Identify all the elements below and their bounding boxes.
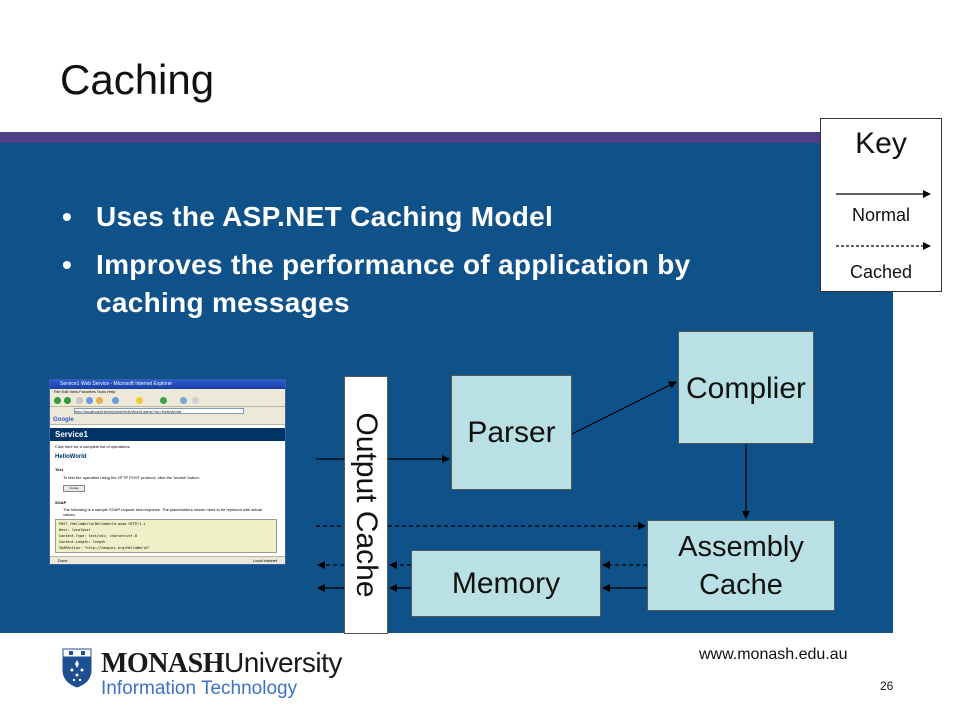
- legend-key: Key Normal Cached: [820, 118, 942, 292]
- status-right: Local intranet: [252, 558, 277, 563]
- browser-status-bar: Done Local intranet: [50, 556, 285, 564]
- code-line: Host: localhost: [59, 528, 91, 532]
- university-logo-text: MONASHUniversity: [101, 647, 342, 680]
- header-divider-bar: [0, 132, 893, 143]
- history-icon: [180, 397, 187, 404]
- logo-monash-word: MONASH: [101, 648, 225, 679]
- bullet-text: Uses the ASP.NET Caching Model: [96, 201, 554, 232]
- footer-url: www.monash.edu.au: [699, 646, 848, 663]
- service-banner: Service1: [50, 428, 285, 441]
- code-line: POST /HelloWorld/HelloWorld.asmx HTTP/1.…: [59, 522, 146, 526]
- forward-icon: [64, 397, 71, 404]
- slide-title: Caching: [60, 56, 215, 103]
- output-cache-label: Output Cache: [350, 412, 383, 598]
- legend-normal-label: Normal: [851, 205, 910, 225]
- browser-address-bar: http://localhost/HelloWorld/HelloWorld.a…: [50, 407, 285, 416]
- test-heading: Test: [55, 467, 63, 472]
- logo-university-word: University: [224, 647, 342, 678]
- legend-title: Key: [855, 127, 907, 160]
- method-name: HelloWorld: [55, 454, 87, 460]
- parser-label: Parser: [467, 415, 556, 449]
- legend-cached-label: Cached: [849, 262, 913, 282]
- soap-text: The following is a sample SOAP request a…: [63, 507, 262, 517]
- assembly-cache-box: Assembly Cache: [647, 520, 835, 611]
- assembly-cache-label: Assembly Cache: [678, 530, 804, 601]
- compiler-box: Complier: [678, 331, 814, 444]
- browser-screenshot: Service1 Web Service - Microsoft Interne…: [49, 379, 286, 565]
- code-line: Content-Length: length: [59, 540, 106, 544]
- browser-title-bar: Service1 Web Service - Microsoft Interne…: [50, 380, 285, 389]
- google-logo: Google: [53, 417, 74, 423]
- stop-icon: [76, 397, 83, 404]
- parser-box: Parser: [451, 375, 572, 490]
- back-icon: [54, 397, 61, 404]
- memory-box: Memory: [411, 550, 601, 617]
- bullet-list: • Uses the ASP.NET Caching Model • Impro…: [62, 198, 792, 332]
- browser-toolbar: [50, 395, 285, 407]
- favorites-icon: [136, 397, 143, 404]
- bullet-item: • Improves the performance of applicatio…: [62, 246, 792, 322]
- page-number: 26: [880, 679, 894, 693]
- compiler-label: Complier: [685, 372, 807, 405]
- search-icon: [112, 397, 119, 404]
- code-line: Content-Type: text/xml; charset=utf-8: [59, 534, 137, 538]
- faculty-name: Information Technology: [101, 678, 298, 699]
- code-line: SOAPAction: "http://tempuri.org/HelloWor…: [59, 546, 150, 550]
- refresh-icon: [86, 397, 93, 404]
- test-text: To test the operation using the HTTP POS…: [63, 475, 200, 480]
- browser-google-toolbar: Google: [50, 416, 285, 425]
- legend-arrows: [836, 190, 931, 250]
- media-icon: [160, 397, 167, 404]
- mail-icon: [192, 397, 199, 404]
- output-cache-box: Output Cache: [344, 376, 388, 634]
- monash-crest-icon: [62, 648, 92, 688]
- memory-label: Memory: [451, 566, 561, 600]
- bullet-dot-icon: •: [62, 249, 73, 280]
- bullet-text: Improves the performance of application …: [96, 249, 691, 318]
- bullet-item: • Uses the ASP.NET Caching Model: [62, 198, 792, 236]
- operations-link-text: Click here for a complete list of operat…: [55, 444, 131, 449]
- browser-address-input: http://localhost/HelloWorld/HelloWorld.a…: [74, 408, 244, 414]
- home-icon: [96, 397, 103, 404]
- browser-menu-bar: File Edit View Favorites Tools Help: [50, 389, 285, 395]
- browser-content: Service1 Click here for a complete list …: [50, 425, 285, 556]
- status-left: Done: [58, 558, 68, 563]
- soap-code-block: POST /HelloWorld/HelloWorld.asmx HTTP/1.…: [55, 519, 277, 553]
- soap-heading: SOAP: [55, 500, 67, 505]
- bullet-dot-icon: •: [62, 201, 73, 232]
- invoke-button: Invoke: [63, 485, 85, 492]
